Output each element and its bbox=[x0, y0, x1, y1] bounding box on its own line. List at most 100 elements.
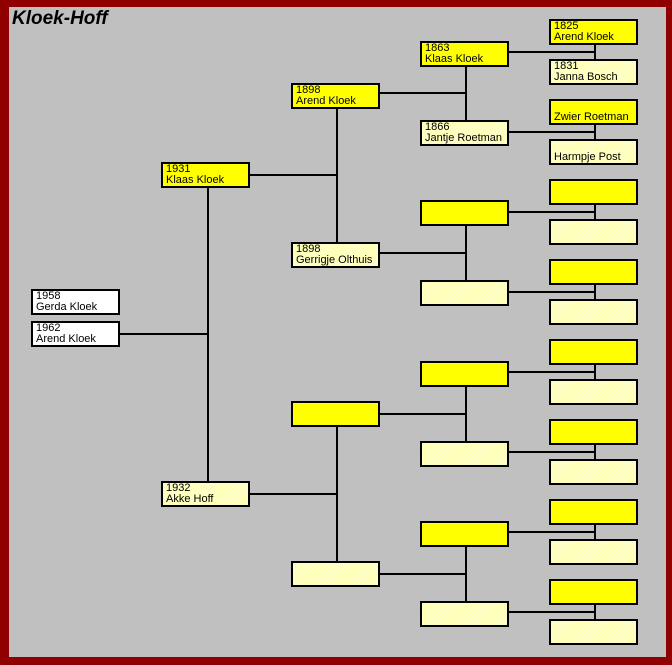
person-box-gerrigje-olthuis[interactable]: 1898 Gerrigje Olthuis bbox=[291, 242, 380, 268]
birth-year bbox=[554, 621, 636, 632]
birth-year: 1831 bbox=[554, 61, 579, 72]
connector-line-vertical bbox=[465, 226, 467, 280]
birth-year bbox=[554, 221, 636, 232]
birth-year: 1962 bbox=[36, 323, 61, 334]
person-box-klaas-kloek-1863[interactable]: 1863 Klaas Kloek bbox=[420, 41, 509, 67]
connector-line-horizontal bbox=[250, 174, 338, 176]
person-name: Gerda Kloek bbox=[36, 302, 98, 313]
birth-year bbox=[296, 563, 378, 574]
person-box-harmpje-post[interactable]: Harmpje Post bbox=[549, 139, 638, 165]
person-box-empty[interactable] bbox=[420, 521, 509, 547]
person-name: Klaas Kloek bbox=[166, 175, 225, 186]
person-name: Jantje Roetman bbox=[425, 133, 503, 144]
connector-line-horizontal bbox=[509, 291, 596, 293]
person-box-empty[interactable] bbox=[420, 361, 509, 387]
person-box-empty[interactable] bbox=[549, 299, 638, 325]
birth-year bbox=[554, 301, 636, 312]
person-box-empty[interactable] bbox=[549, 419, 638, 445]
person-name bbox=[554, 192, 636, 203]
person-name: Gerrigje Olthuis bbox=[296, 255, 373, 266]
person-box-zwier-roetman[interactable]: Zwier Roetman bbox=[549, 99, 638, 125]
connector-line-vertical bbox=[594, 205, 596, 219]
person-box-empty[interactable] bbox=[549, 539, 638, 565]
person-name bbox=[425, 374, 507, 385]
person-box-jantje-roetman[interactable]: 1866 Jantje Roetman bbox=[420, 120, 509, 146]
person-box-empty[interactable] bbox=[549, 259, 638, 285]
birth-year bbox=[554, 421, 636, 432]
connector-line-horizontal bbox=[120, 333, 209, 335]
person-box-arend-kloek-1962[interactable]: 1962 Arend Kloek bbox=[31, 321, 120, 347]
birth-year: 1898 bbox=[296, 85, 321, 96]
person-name: Arend Kloek bbox=[296, 96, 356, 107]
person-name: Akke Hoff bbox=[166, 494, 214, 505]
birth-year: 1931 bbox=[166, 164, 191, 175]
person-box-empty[interactable] bbox=[420, 441, 509, 467]
person-box-empty[interactable] bbox=[420, 280, 509, 306]
connector-line-horizontal bbox=[380, 92, 467, 94]
connector-line-vertical bbox=[336, 427, 338, 561]
birth-year: 1863 bbox=[425, 43, 450, 54]
person-box-empty[interactable] bbox=[549, 579, 638, 605]
person-name bbox=[296, 574, 378, 585]
person-box-empty[interactable] bbox=[549, 179, 638, 205]
person-name: Arend Kloek bbox=[36, 334, 96, 345]
person-box-empty[interactable] bbox=[549, 219, 638, 245]
birth-year bbox=[425, 443, 507, 454]
person-box-empty[interactable] bbox=[549, 619, 638, 645]
birth-year bbox=[425, 282, 507, 293]
person-box-akke-hoff[interactable]: 1932 Akke Hoff bbox=[161, 481, 250, 507]
person-box-empty[interactable] bbox=[291, 401, 380, 427]
connector-line-horizontal bbox=[509, 371, 596, 373]
person-box-arend-kloek-1898[interactable]: 1898 Arend Kloek bbox=[291, 83, 380, 109]
person-box-empty[interactable] bbox=[420, 601, 509, 627]
person-name bbox=[554, 312, 636, 323]
connector-line-vertical bbox=[594, 525, 596, 539]
birth-year: 1898 bbox=[296, 244, 321, 255]
connector-line-vertical bbox=[594, 365, 596, 379]
connector-line-vertical bbox=[465, 387, 467, 441]
person-box-empty[interactable] bbox=[549, 339, 638, 365]
birth-year: 1866 bbox=[425, 122, 450, 133]
person-box-janna-bosch[interactable]: 1831 Janna Bosch bbox=[549, 59, 638, 85]
person-name bbox=[425, 293, 507, 304]
birth-year: 1932 bbox=[166, 483, 191, 494]
person-name bbox=[425, 213, 507, 224]
person-box-empty[interactable] bbox=[549, 459, 638, 485]
birth-year: 1958 bbox=[36, 291, 61, 302]
person-name bbox=[554, 392, 636, 403]
person-name bbox=[554, 632, 636, 643]
person-box-empty[interactable] bbox=[549, 379, 638, 405]
person-name bbox=[425, 454, 507, 465]
person-name bbox=[554, 592, 636, 603]
person-box-gerda-kloek[interactable]: 1958 Gerda Kloek bbox=[31, 289, 120, 315]
person-box-arend-kloek-1825[interactable]: 1825 Arend Kloek bbox=[549, 19, 638, 45]
chart-title: Kloek-Hoff bbox=[12, 8, 108, 29]
connector-line-vertical bbox=[594, 45, 596, 59]
birth-year bbox=[425, 523, 507, 534]
person-name bbox=[296, 414, 378, 425]
birth-year bbox=[296, 403, 378, 414]
person-name bbox=[554, 272, 636, 283]
birth-year bbox=[554, 341, 636, 352]
birth-year bbox=[425, 202, 507, 213]
person-box-empty[interactable] bbox=[291, 561, 380, 587]
connector-line-vertical bbox=[594, 285, 596, 299]
person-box-empty[interactable] bbox=[420, 200, 509, 226]
birth-year bbox=[554, 541, 636, 552]
person-name: Janna Bosch bbox=[554, 72, 618, 83]
birth-year bbox=[554, 461, 636, 472]
connector-line-horizontal bbox=[509, 131, 596, 133]
person-name: Klaas Kloek bbox=[425, 54, 484, 65]
person-name: Zwier Roetman bbox=[554, 112, 629, 123]
person-box-klaas-kloek-1931[interactable]: 1931 Klaas Kloek bbox=[161, 162, 250, 188]
connector-line-vertical bbox=[594, 445, 596, 459]
connector-line-horizontal bbox=[509, 611, 596, 613]
birth-year bbox=[554, 501, 636, 512]
birth-year: 1825 bbox=[554, 21, 579, 32]
connector-line-vertical bbox=[336, 109, 338, 242]
person-box-empty[interactable] bbox=[549, 499, 638, 525]
person-name bbox=[554, 232, 636, 243]
person-name bbox=[425, 534, 507, 545]
connector-line-horizontal bbox=[380, 573, 467, 575]
person-name: Arend Kloek bbox=[554, 32, 614, 43]
